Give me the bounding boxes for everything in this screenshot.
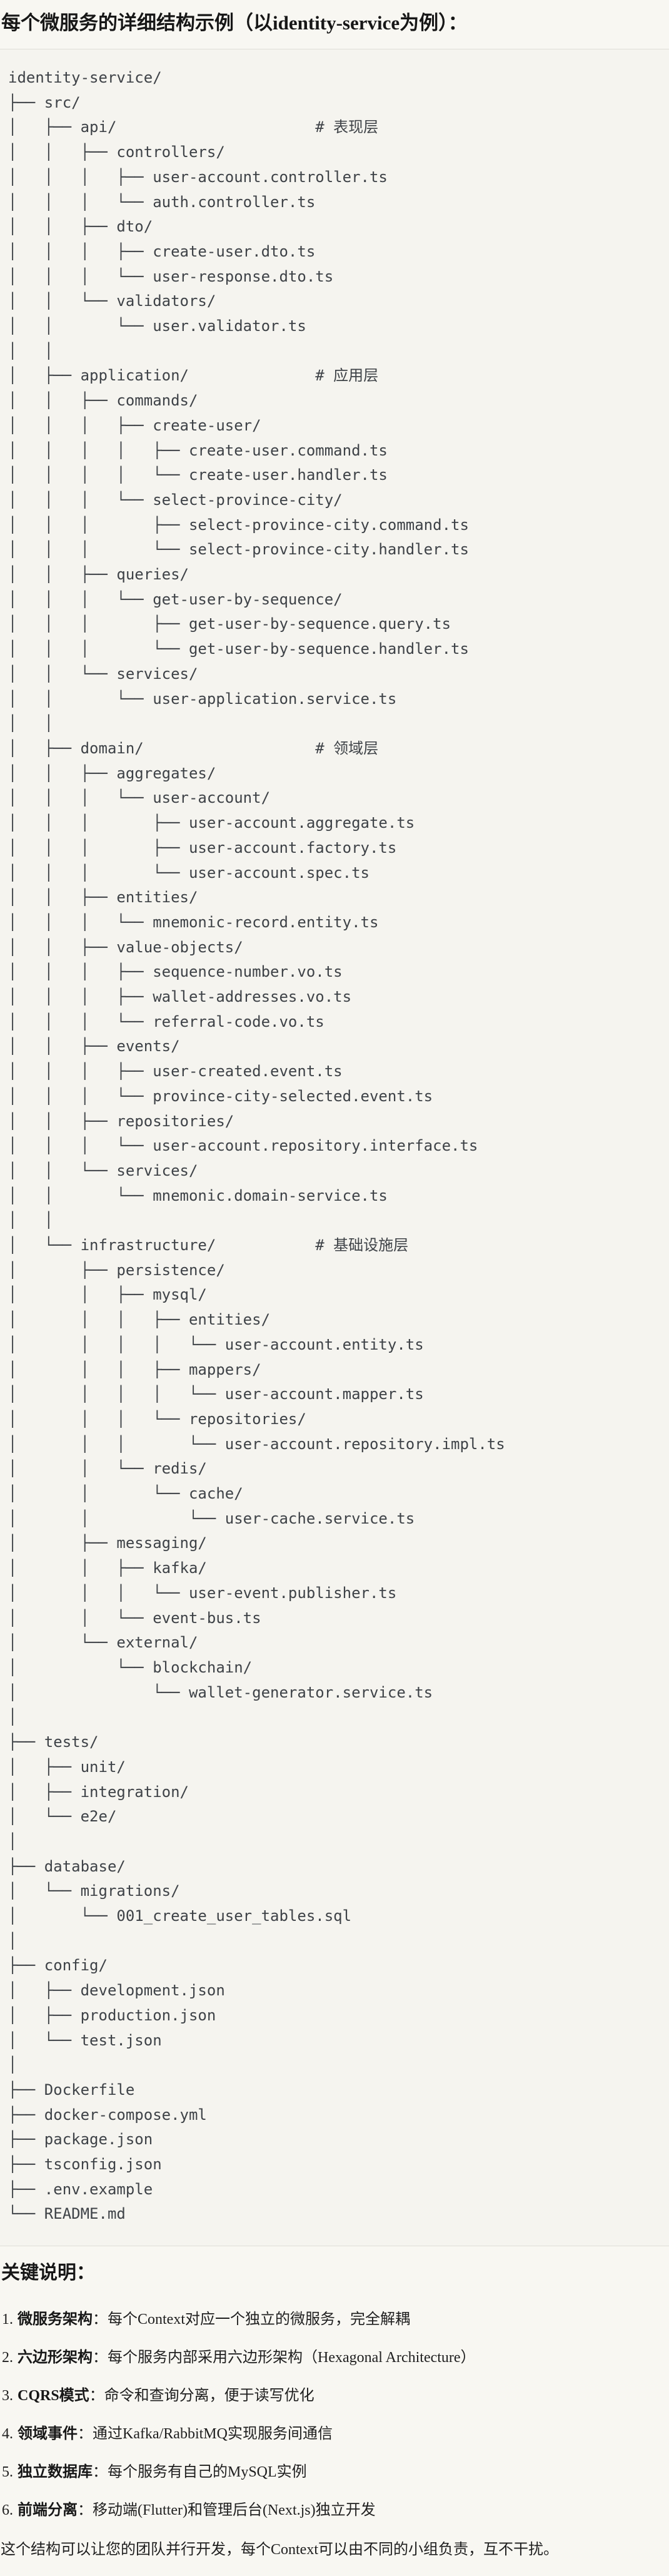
note-desc: ：移动端(Flutter)和管理后台(Next.js)独立开发 (78, 2502, 376, 2519)
note-desc: ：每个服务内部采用六边形架构（Hexagonal Architecture） (93, 2349, 476, 2366)
note-desc: ：每个Context对应一个独立的微服务，完全解耦 (93, 2311, 410, 2328)
file-tree-code-block: identity-service/ ├── src/ │ ├── api/ # … (0, 49, 669, 2246)
note-item-frontend: 6. 前端分离：移动端(Flutter)和管理后台(Next.js)独立开发 (2, 2501, 669, 2520)
key-notes-list: 1. 微服务架构：每个Context对应一个独立的微服务，完全解耦 2. 六边形架构… (0, 2310, 669, 2520)
key-notes-heading: 关键说明： (1, 2263, 95, 2284)
note-term: 六边形架构 (18, 2349, 93, 2366)
closing-paragraph: 这个结构可以让您的团队并行开发，每个Context可以由不同的小组负责，互不干扰… (1, 2542, 558, 2558)
note-term: CQRS模式 (18, 2388, 89, 2405)
note-number: 4. (2, 2426, 13, 2443)
note-number: 5. (2, 2464, 13, 2481)
note-number: 6. (2, 2502, 13, 2519)
note-item-domain-events: 4. 领域事件：通过Kafka/RabbitMQ实现服务间通信 (2, 2425, 669, 2444)
note-item-database: 5. 独立数据库：每个服务有自己的MySQL实例 (2, 2463, 669, 2482)
note-number: 1. (2, 2311, 13, 2328)
note-item-hexagonal: 2. 六边形架构：每个服务内部采用六边形架构（Hexagonal Architec… (2, 2348, 669, 2368)
note-term: 领域事件 (18, 2426, 78, 2443)
note-term: 前端分离 (18, 2502, 78, 2519)
page-title: 每个微服务的详细结构示例（以identity-service为例）： (1, 12, 468, 34)
note-desc: ：通过Kafka/RabbitMQ实现服务间通信 (78, 2426, 333, 2443)
note-number: 3. (2, 2388, 13, 2405)
note-term: 独立数据库 (18, 2464, 93, 2481)
file-tree: identity-service/ ├── src/ │ ├── api/ # … (8, 69, 505, 2223)
note-item-cqrs: 3. CQRS模式：命令和查询分离，便于读写优化 (2, 2386, 669, 2406)
note-item-microservice: 1. 微服务架构：每个Context对应一个独立的微服务，完全解耦 (2, 2310, 669, 2329)
note-term: 微服务架构 (18, 2311, 93, 2328)
note-number: 2. (2, 2349, 13, 2366)
note-desc: ：命令和查询分离，便于读写优化 (89, 2388, 314, 2405)
note-desc: ：每个服务有自己的MySQL实例 (93, 2464, 307, 2481)
